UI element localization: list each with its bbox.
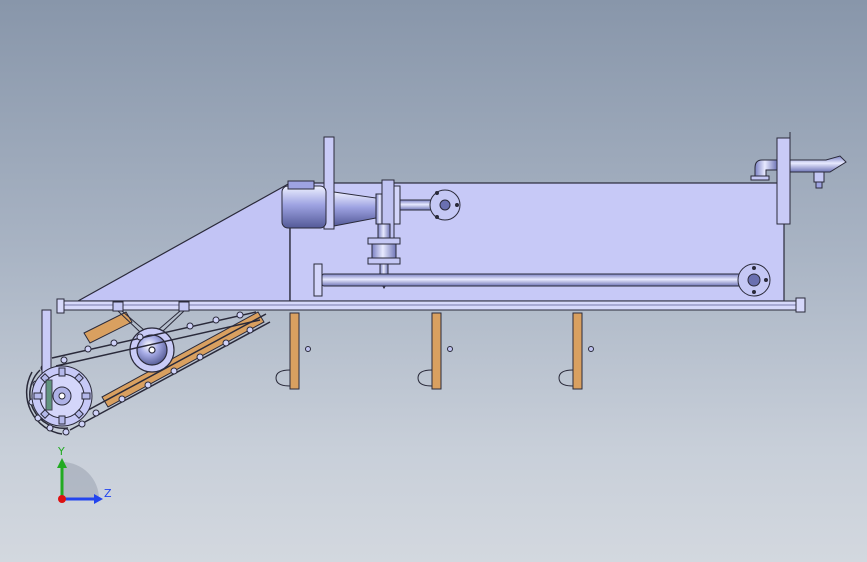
end-post-outlet [750, 132, 847, 225]
motor-housing [281, 185, 327, 229]
conveyor-slats [83, 311, 265, 408]
support-leg [558, 312, 594, 390]
sloped-side-panel [75, 181, 291, 302]
z-axis-label: Z [104, 487, 112, 500]
conveyor-chain [25, 311, 271, 435]
coordinate-triad: Y Z [57, 445, 112, 504]
tensioner-hangers [112, 301, 190, 333]
support-leg [417, 312, 453, 390]
motor-pump-assembly [281, 136, 461, 239]
support-leg [275, 312, 311, 390]
tension-wheel [129, 327, 175, 373]
spray-pipe [313, 263, 771, 297]
mounting-plate [323, 136, 335, 230]
drive-sprocket [31, 309, 93, 427]
y-axis-label: Y [57, 445, 65, 458]
origin-point [58, 495, 66, 503]
